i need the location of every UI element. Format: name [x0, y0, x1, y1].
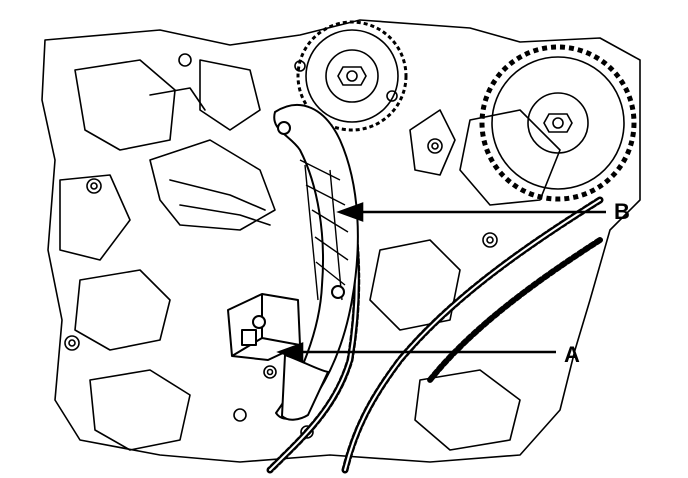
camshaft-sprocket-left: [296, 20, 408, 132]
callout-a-label: A: [564, 342, 580, 367]
callout-b-label: B: [614, 199, 630, 224]
callout-b-arrowhead: [336, 202, 364, 222]
callout-a-arrowhead: [276, 342, 304, 362]
engine-block-outline: [41, 19, 641, 463]
camshaft-sprocket-right: [479, 44, 637, 202]
chain-tensioner: [227, 293, 329, 421]
